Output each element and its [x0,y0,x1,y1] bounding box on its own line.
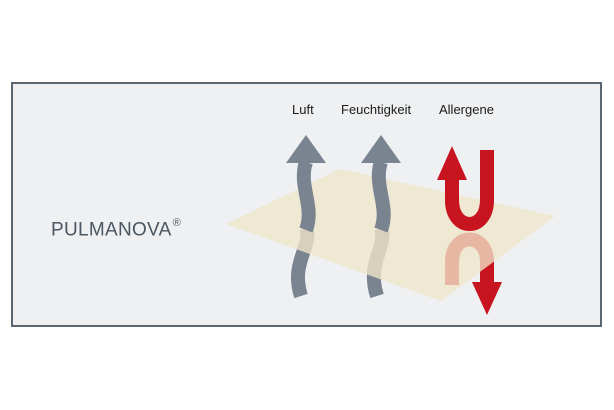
air-arrowhead-icon [286,135,326,163]
upper-arrow-layer [286,135,494,233]
allergen-up-arrowhead-icon [437,146,467,180]
allergen-up-arrow-upper [445,150,494,231]
registered-mark: ® [172,217,182,229]
brand-name: PULMANOVA® [51,217,182,241]
brand-text: PULMANOVA [51,219,172,241]
membrane-layer [226,169,555,301]
label-allergens: Allergene [439,102,494,117]
label-air: Luft [292,102,314,117]
allergen-down-arrowhead [472,282,502,315]
moisture-arrowhead-icon [361,135,401,163]
air-arrow-upper [296,159,316,233]
label-moisture: Feuchtigkeit [341,102,412,117]
moisture-arrow-upper [371,159,391,233]
